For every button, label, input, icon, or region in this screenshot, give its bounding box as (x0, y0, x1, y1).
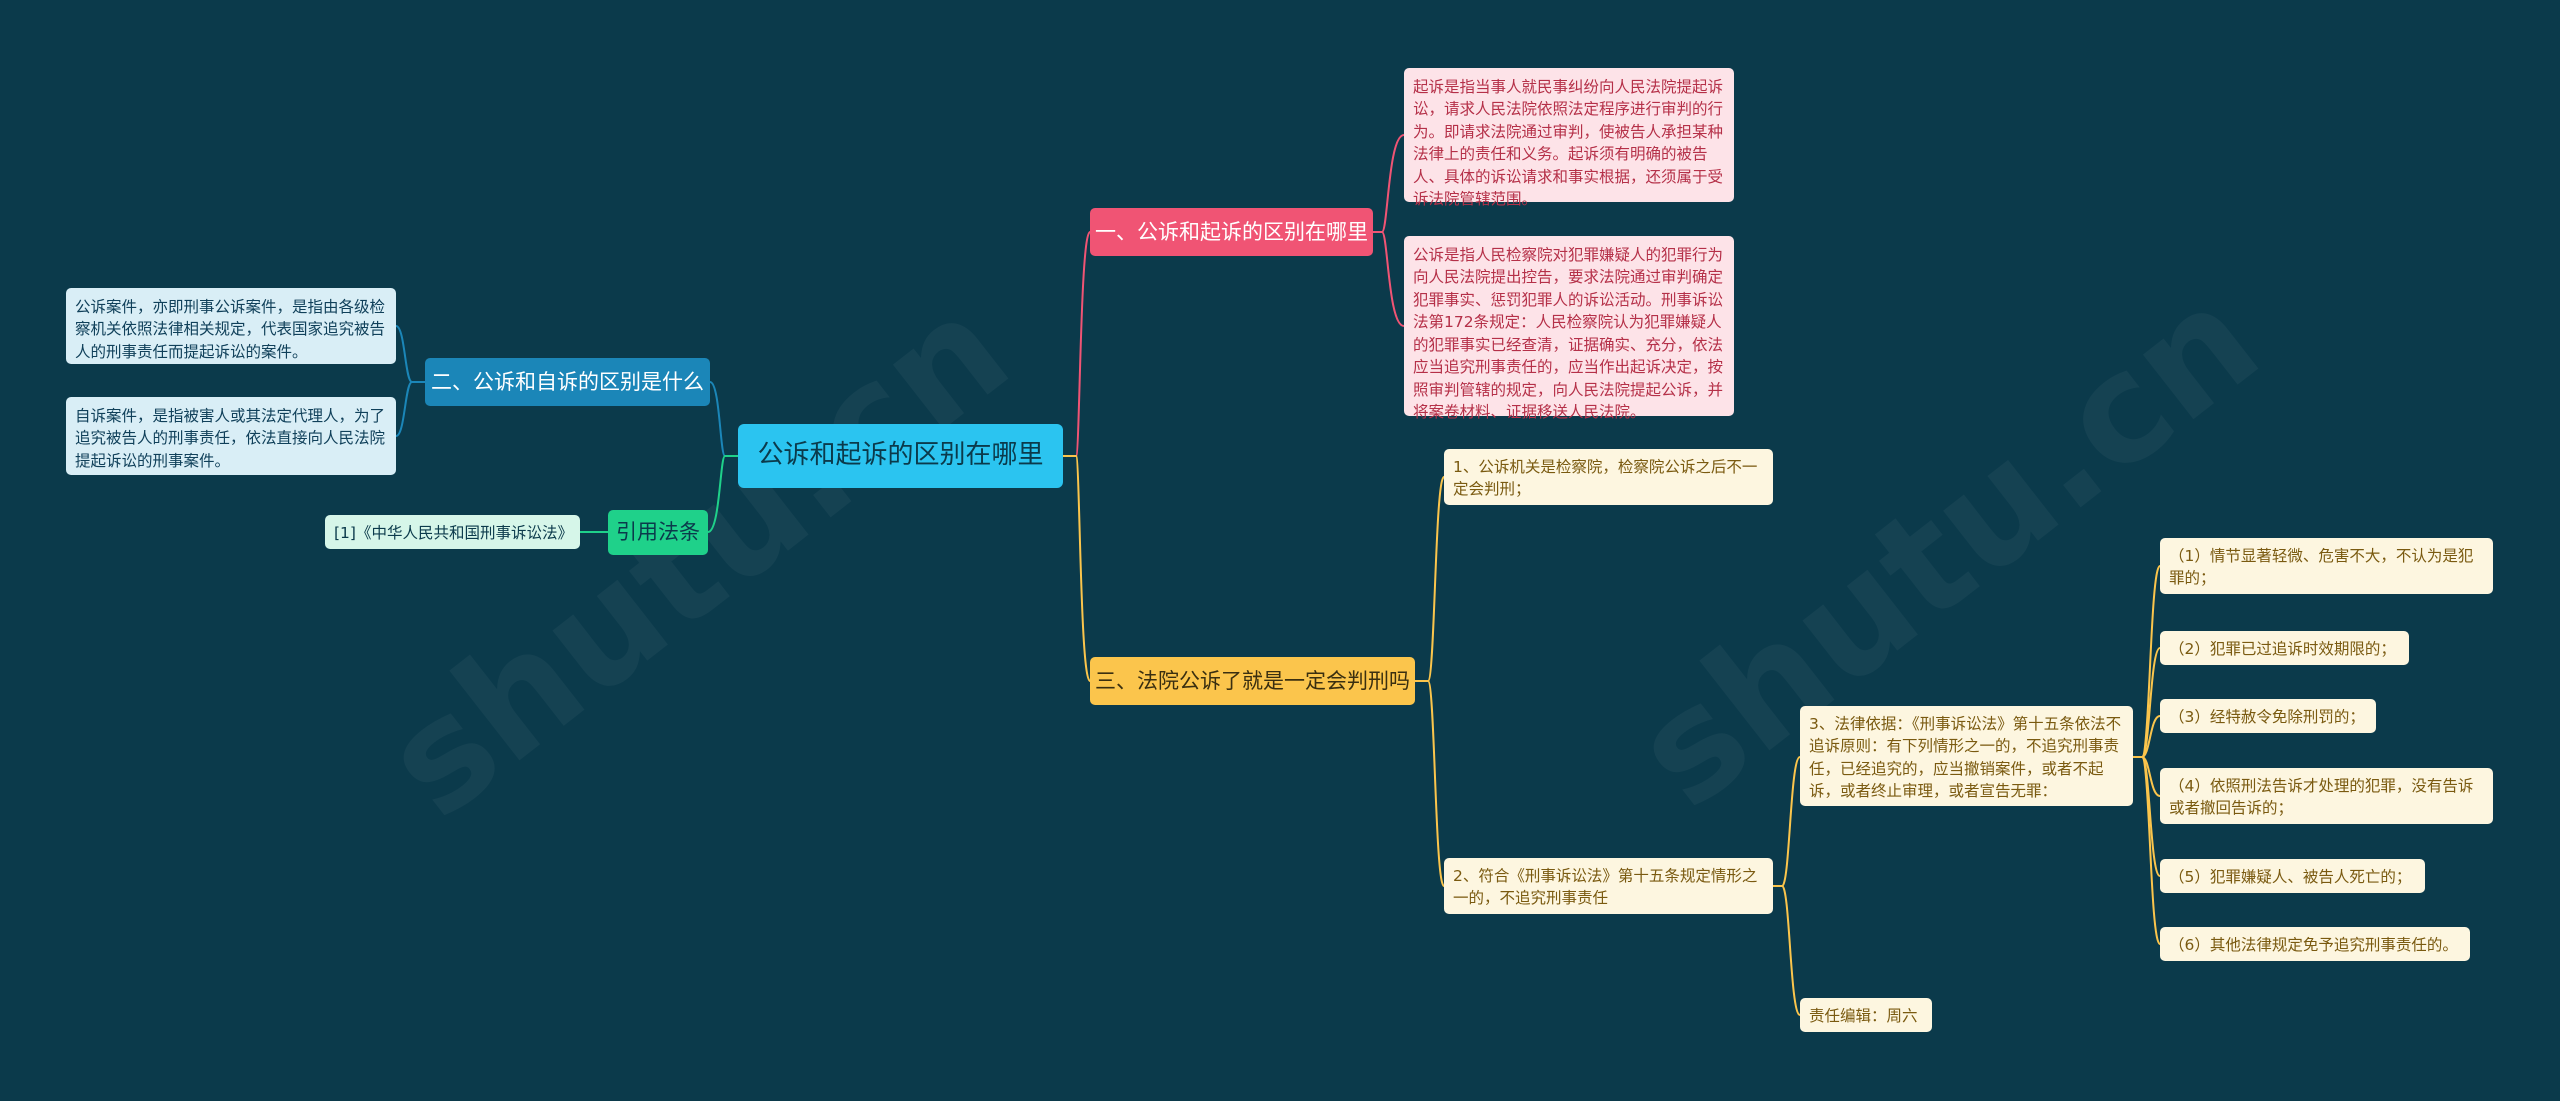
item-special-pardon[interactable]: （3）经特赦令免除刑罚的； (2160, 699, 2376, 733)
leaf-criminal-procedure-law[interactable]: [1]《中华人民共和国刑事诉讼法》 (325, 515, 580, 549)
item-other-exemption[interactable]: （6）其他法律规定免予追究刑事责任的。 (2160, 927, 2470, 961)
branch-difference-node[interactable]: 一、公诉和起诉的区别在哪里 (1090, 208, 1373, 256)
item-suspect-deceased[interactable]: （5）犯罪嫌疑人、被告人死亡的； (2160, 859, 2425, 893)
leaf-article15-note[interactable]: 2、符合《刑事诉讼法》第十五条规定情形之一的，不追究刑事责任 (1444, 858, 1773, 914)
branch-sentence-node[interactable]: 三、法院公诉了就是一定会判刑吗 (1090, 657, 1415, 705)
leaf-zisu-case[interactable]: 自诉案件，是指被害人或其法定代理人，为了追究被告人的刑事责任，依法直接向人民法院… (66, 397, 396, 475)
leaf-gongsu-case[interactable]: 公诉案件，亦即刑事公诉案件，是指由各级检察机关依照法律相关规定，代表国家追究被告… (66, 288, 396, 364)
watermark-left: shutu.cn (354, 262, 1040, 851)
item-statute-limitation[interactable]: （2）犯罪已过追诉时效期限的； (2160, 631, 2409, 665)
leaf-gongsu-definition[interactable]: 公诉是指人民检察院对犯罪嫌疑人的犯罪行为向人民法院提出控告，要求法院通过审判确定… (1404, 236, 1734, 421)
leaf-editor[interactable]: 责任编辑：周六 (1800, 998, 1932, 1032)
branch-zisu-difference-node[interactable]: 二、公诉和自诉的区别是什么 (425, 358, 710, 406)
leaf-qisu-definition[interactable]: 起诉是指当事人就民事纠纷向人民法院提起诉讼，请求人民法院依照法定程序进行审判的行… (1404, 68, 1734, 208)
item-complaint-crime[interactable]: （4）依照刑法告诉才处理的犯罪，没有告诉或者撤回告诉的； (2160, 768, 2493, 824)
item-minor-circumstance[interactable]: （1）情节显著轻微、危害不大，不认为是犯罪的； (2160, 538, 2493, 594)
center-topic[interactable]: 公诉和起诉的区别在哪里 (738, 424, 1063, 488)
leaf-prosecutor-note[interactable]: 1、公诉机关是检察院，检察院公诉之后不一定会判刑； (1444, 449, 1773, 505)
branch-cited-law-node[interactable]: 引用法条 (608, 510, 708, 555)
leaf-legal-basis[interactable]: 3、法律依据：《刑事诉讼法》第十五条依法不追诉原则：有下列情形之一的，不追究刑事… (1800, 706, 2133, 806)
